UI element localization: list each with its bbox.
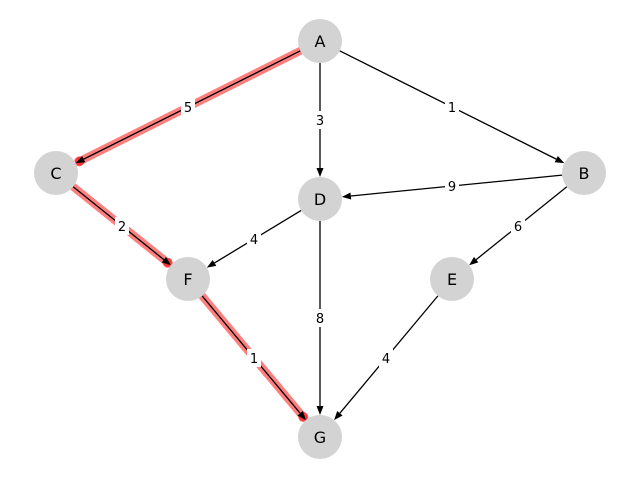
arrowhead-icon (469, 256, 479, 266)
edge-weight: 1 (250, 352, 258, 367)
edge-weight: 8 (316, 312, 324, 327)
edge-label: 6 (511, 217, 525, 235)
edge-weight: 3 (316, 114, 324, 129)
edge-label: 5 (181, 98, 195, 116)
edge-weight: 6 (514, 220, 522, 235)
edge-weight: 4 (250, 233, 258, 248)
arrowhead-icon (316, 406, 324, 415)
edge-label: 1 (247, 349, 261, 367)
nodes: A B C D E F G (34, 19, 606, 459)
node-E: E (430, 257, 474, 301)
edge-label: 9 (445, 177, 459, 195)
node-circle (298, 177, 342, 221)
node-label: D (314, 190, 326, 209)
node-circle (562, 151, 606, 195)
node-G: G (298, 415, 342, 459)
arrowhead-icon (206, 259, 217, 268)
node-label: B (579, 164, 590, 183)
node-C: C (34, 151, 78, 195)
edge-weight: 9 (448, 180, 456, 195)
edge-weight: 1 (448, 101, 456, 116)
edge-label: 8 (313, 309, 327, 327)
node-label: C (50, 164, 61, 183)
node-circle (430, 257, 474, 301)
arrowhead-icon (75, 156, 86, 164)
arrowhead-icon (316, 168, 324, 177)
node-F: F (166, 257, 210, 301)
node-circle (34, 151, 78, 195)
arrowhead-icon (297, 410, 306, 421)
arrowhead-icon (334, 410, 343, 421)
edge-label: 2 (115, 217, 129, 235)
edges (69, 46, 568, 423)
node-B: B (562, 151, 606, 195)
node-circle (166, 257, 210, 301)
edge-label: 3 (313, 111, 327, 129)
arrowhead-icon (554, 156, 565, 164)
edge-label: 4 (379, 349, 393, 367)
edge-weight: 2 (118, 220, 126, 235)
edge-label: 1 (445, 98, 459, 116)
arrowhead-icon (161, 256, 171, 266)
edge-weight: 5 (184, 101, 192, 116)
node-D: D (298, 177, 342, 221)
edge-weight: 4 (382, 352, 390, 367)
edge-labels: 5 3 1 9 6 2 4 8 4 1 (115, 98, 525, 367)
arrowhead-icon (341, 192, 352, 200)
node-label: E (447, 270, 457, 289)
edge-label: 4 (247, 230, 261, 248)
node-circle (298, 19, 342, 63)
node-circle (298, 415, 342, 459)
node-A: A (298, 19, 342, 63)
node-label: A (315, 32, 326, 51)
node-label: G (314, 428, 326, 447)
node-label: F (183, 270, 192, 289)
